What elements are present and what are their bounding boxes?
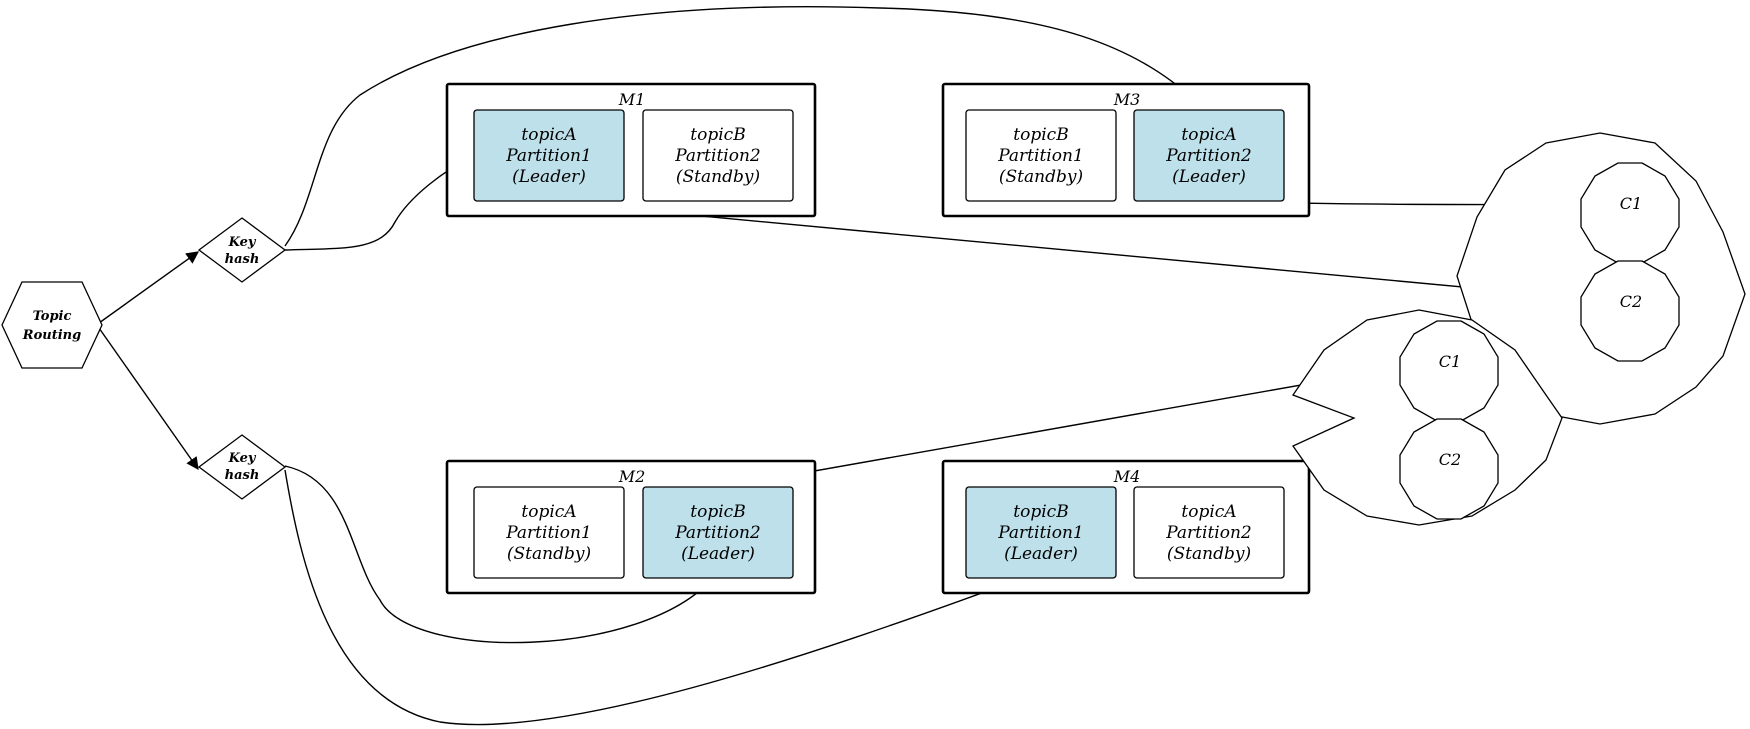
partition-name: Partition1 [997, 146, 1083, 166]
machine-m2: M2 topicA Partition1 (Standby) topicB Pa… [445, 459, 817, 595]
machine-m1-label: M1 [618, 90, 646, 109]
consumer-c2-group-1[interactable]: C2 [1580, 260, 1680, 362]
edge-keyhash1-to-m1-topicA-p1 [284, 156, 474, 251]
partition-m2-0[interactable]: topicA Partition1 (Standby) [473, 486, 625, 579]
machine-m2-label: M2 [618, 467, 646, 486]
partition-box [473, 109, 625, 202]
partition-m2-1[interactable]: topicB Partition2 (Leader) [642, 486, 794, 579]
partition-m4-0[interactable]: topicB Partition1 (Leader) [965, 486, 1117, 579]
machine-m4: M4 topicB Partition1 (Leader) topicA Par… [941, 459, 1311, 595]
consumer-label: C2 [1620, 292, 1642, 311]
machine-m3-label: M3 [1113, 90, 1141, 109]
partition-name: Partition1 [997, 523, 1083, 543]
partition-topic: topicA [1181, 125, 1236, 145]
partition-box [1133, 109, 1285, 202]
consumer-label: C1 [1620, 194, 1642, 213]
partition-topic: topicB [690, 502, 745, 522]
machine-m4-label: M4 [1113, 467, 1141, 486]
key-hash-node-1: Key hash [197, 217, 287, 283]
consumer-c1-group-2[interactable]: C1 [1399, 320, 1499, 422]
partition-topic: topicB [690, 125, 745, 145]
partition-name: Partition2 [674, 523, 760, 543]
edge-keyhash1-to-m3-topicA-p2 [284, 6, 1206, 247]
partition-role: (Leader) [1172, 167, 1246, 187]
partition-name: Partition2 [674, 146, 760, 166]
consumer-group-1: C1 C2 [1456, 132, 1746, 425]
partition-box [473, 486, 625, 579]
partition-box [642, 486, 794, 579]
key-hash-label-2b: hash [225, 468, 260, 483]
partition-name: Partition1 [505, 146, 591, 166]
edge-routing-to-keyhash-2 [98, 327, 199, 471]
topic-routing-label-1: Topic [33, 309, 72, 324]
key-hash-label-1b: hash [225, 252, 260, 267]
partition-m4-1[interactable]: topicA Partition2 (Standby) [1133, 486, 1285, 579]
partition-box [642, 109, 794, 202]
consumer-label: C1 [1439, 352, 1461, 371]
edge-c2-to-m1-topicA-p1 [549, 196, 1603, 301]
consumer-c1-group-1[interactable]: C1 [1580, 162, 1680, 264]
partition-m1-0[interactable]: topicA Partition1 (Leader) [473, 109, 625, 202]
partition-m3-0[interactable]: topicB Partition1 (Standby) [965, 109, 1117, 202]
consumer-c2-group-2[interactable]: C2 [1399, 418, 1499, 520]
consumer-label: C2 [1439, 450, 1461, 469]
partition-role: (Leader) [1004, 544, 1078, 564]
consumer-group-2: C1 C2 [1291, 309, 1563, 526]
machine-m3: M3 topicB Partition1 (Standby) topicA Pa… [941, 82, 1311, 218]
key-hash-label-1a: Key [228, 235, 257, 250]
partition-role: (Leader) [512, 167, 586, 187]
partition-name: Partition2 [1165, 146, 1251, 166]
partition-topic: topicA [1181, 502, 1236, 522]
key-hash-node-2: Key hash [197, 434, 287, 500]
partition-name: Partition1 [505, 523, 591, 543]
edge-routing-to-keyhash-1 [98, 251, 200, 324]
partition-role: (Standby) [999, 167, 1083, 187]
topic-routing-node: Topic Routing [1, 281, 103, 369]
partition-box [1133, 486, 1285, 579]
partition-box [965, 486, 1117, 579]
partition-topic: topicB [1013, 125, 1068, 145]
partition-topic: topicB [1013, 502, 1068, 522]
partition-role: (Standby) [507, 544, 591, 564]
partition-topic: topicA [521, 125, 576, 145]
partition-m1-1[interactable]: topicB Partition2 (Standby) [642, 109, 794, 202]
key-hash-label-2a: Key [228, 451, 257, 466]
topic-routing-label-2: Routing [22, 328, 81, 343]
machine-m1: M1 topicA Partition1 (Leader) topicB Par… [445, 82, 817, 218]
edge-keyhash2-to-m2-topicB-p2 [284, 465, 714, 644]
partition-role: (Standby) [676, 167, 760, 187]
partition-topic: topicA [521, 502, 576, 522]
partition-m3-1[interactable]: topicA Partition2 (Leader) [1133, 109, 1285, 202]
edge-keyhash2-to-m4-topicB-p1 [284, 469, 1022, 726]
partition-box [965, 109, 1117, 202]
partition-role: (Leader) [681, 544, 755, 564]
partition-name: Partition2 [1165, 523, 1251, 543]
partition-role: (Standby) [1167, 544, 1251, 564]
